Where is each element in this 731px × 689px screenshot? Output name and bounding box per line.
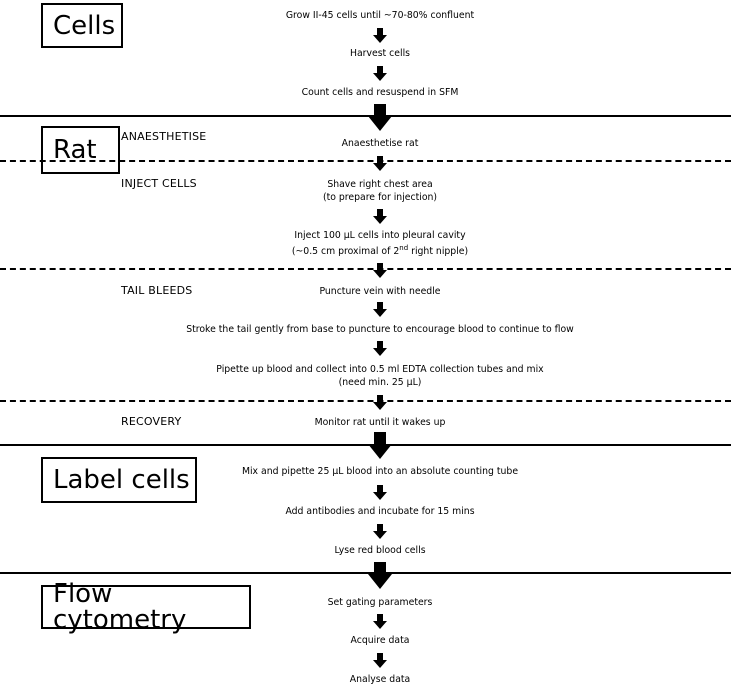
section-cells-box: Cells xyxy=(41,3,123,48)
section-rat-box: Rat xyxy=(41,126,120,174)
step-anaesthetise-rat: Anaesthetise rat xyxy=(341,138,419,149)
step-shave-line2: (to prepare for injection) xyxy=(322,192,438,203)
section-divider xyxy=(0,444,731,446)
arrow-down-icon xyxy=(373,485,387,500)
section-flow-cytometry-label: Flow cytometry xyxy=(53,579,187,635)
arrow-down-large-icon xyxy=(368,432,392,459)
step-harvest-cells: Harvest cells xyxy=(349,48,411,59)
step-stroke-tail: Stroke the tail gently from base to punc… xyxy=(186,324,574,335)
stage-label-anaesthetise: ANAESTHETISE xyxy=(121,130,207,143)
arrow-down-icon xyxy=(373,209,387,224)
step-pipette-line2: (need min. 25 μL) xyxy=(338,377,422,388)
stage-label-recovery: RECOVERY xyxy=(121,415,182,428)
step-set-gating: Set gating parameters xyxy=(327,597,433,608)
arrow-down-icon xyxy=(373,614,387,629)
arrow-down-icon xyxy=(373,28,387,43)
step-shave-line1: Shave right chest area xyxy=(327,179,433,190)
stage-divider xyxy=(0,400,731,402)
step-puncture-vein: Puncture vein with needle xyxy=(319,286,441,297)
step-add-antibodies: Add antibodies and incubate for 15 mins xyxy=(285,506,475,517)
step-mix-pipette: Mix and pipette 25 μL blood into an abso… xyxy=(241,466,519,477)
step-analyse-data: Analyse data xyxy=(349,674,411,685)
section-label-cells-box: Label cells xyxy=(41,457,197,503)
section-rat-label: Rat xyxy=(53,135,97,165)
arrow-down-icon xyxy=(373,341,387,356)
arrow-down-icon xyxy=(373,653,387,668)
arrow-down-icon xyxy=(373,524,387,539)
step-inject-line2-text-end: right nipple) xyxy=(408,246,469,258)
arrow-down-icon xyxy=(373,395,387,410)
section-flow-cytometry-box: Flow cytometry xyxy=(41,581,251,633)
section-label-cells-label: Label cells xyxy=(53,465,190,495)
stage-label-tail-bleeds: TAIL BLEEDS xyxy=(121,284,193,297)
arrow-down-icon xyxy=(373,156,387,171)
section-divider xyxy=(0,115,731,117)
arrow-down-icon xyxy=(373,66,387,81)
arrow-down-large-icon xyxy=(368,104,392,131)
stage-divider xyxy=(0,160,731,162)
step-grow-cells: Grow II-45 cells until ~70-80% confluent xyxy=(285,10,475,21)
step-acquire-data: Acquire data xyxy=(350,635,410,646)
step-inject-line2-superscript: nd xyxy=(399,244,409,252)
step-lyse-cells: Lyse red blood cells xyxy=(334,545,426,556)
stage-divider xyxy=(0,268,731,270)
arrow-down-large-icon xyxy=(368,562,392,589)
section-divider xyxy=(0,572,731,574)
step-monitor-rat: Monitor rat until it wakes up xyxy=(314,417,446,428)
step-pipette-line1: Pipette up blood and collect into 0.5 ml… xyxy=(216,364,544,375)
arrow-down-icon xyxy=(373,263,387,278)
stage-label-inject-cells: INJECT CELLS xyxy=(121,177,197,190)
step-count-cells: Count cells and resuspend in SFM xyxy=(301,87,459,98)
step-inject-line2: (~0.5 cm proximal of 2nd right nipple) xyxy=(0,242,731,258)
step-inject-line2-text: (~0.5 cm proximal of 2 xyxy=(291,246,400,258)
step-inject-line1: Inject 100 μL cells into pleural cavity xyxy=(294,230,466,241)
arrow-down-icon xyxy=(373,302,387,317)
section-cells-label: Cells xyxy=(53,10,116,41)
